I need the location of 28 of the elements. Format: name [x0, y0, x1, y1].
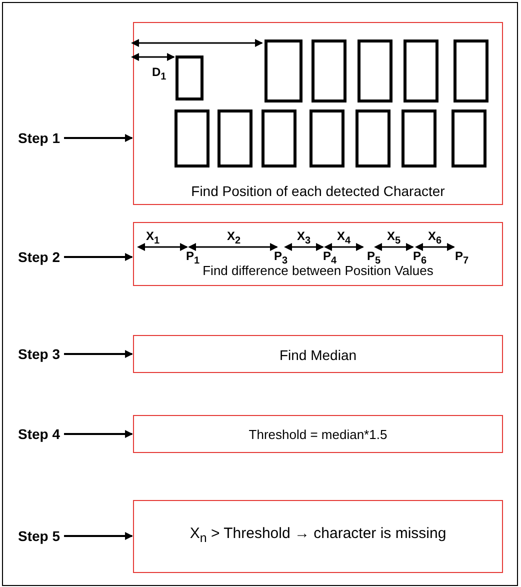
- process-box: [133, 335, 503, 373]
- process-box: [133, 222, 503, 286]
- process-box: [133, 22, 503, 205]
- step-label: Step 2: [18, 249, 60, 265]
- step-description: Find Position of each detected Character: [190, 183, 446, 199]
- arrow: [64, 134, 133, 142]
- step-label: Step 5: [18, 528, 60, 544]
- arrow: [64, 350, 133, 358]
- gap-label: X$_{3}$: [297, 229, 311, 246]
- process-box: [133, 500, 503, 573]
- gap-label: X$_{1}$: [146, 229, 160, 246]
- step-description: Find Median: [278, 347, 358, 363]
- position-label: P$_{7}$: [455, 249, 469, 266]
- step-label: Step 1: [18, 130, 60, 146]
- dimension-label: D$_{1}$: [152, 65, 166, 82]
- arrow: [64, 253, 133, 261]
- gap-label: X$_{4}$: [337, 229, 351, 246]
- step-description: X$_{n}$ > Threshold → character is missing: [188, 525, 448, 545]
- step-label: Step 3: [18, 346, 60, 362]
- gap-label: X$_{6}$: [428, 229, 442, 246]
- gap-label: X$_{5}$: [387, 229, 401, 246]
- step-label: Step 4: [18, 426, 60, 442]
- position-label: P$_{1}$: [186, 249, 200, 266]
- process-box: [133, 415, 503, 453]
- arrow: [64, 430, 133, 438]
- step-description: Threshold = median*1.5: [248, 427, 388, 442]
- arrow: [64, 532, 133, 540]
- gap-label: X$_{2}$: [227, 229, 241, 246]
